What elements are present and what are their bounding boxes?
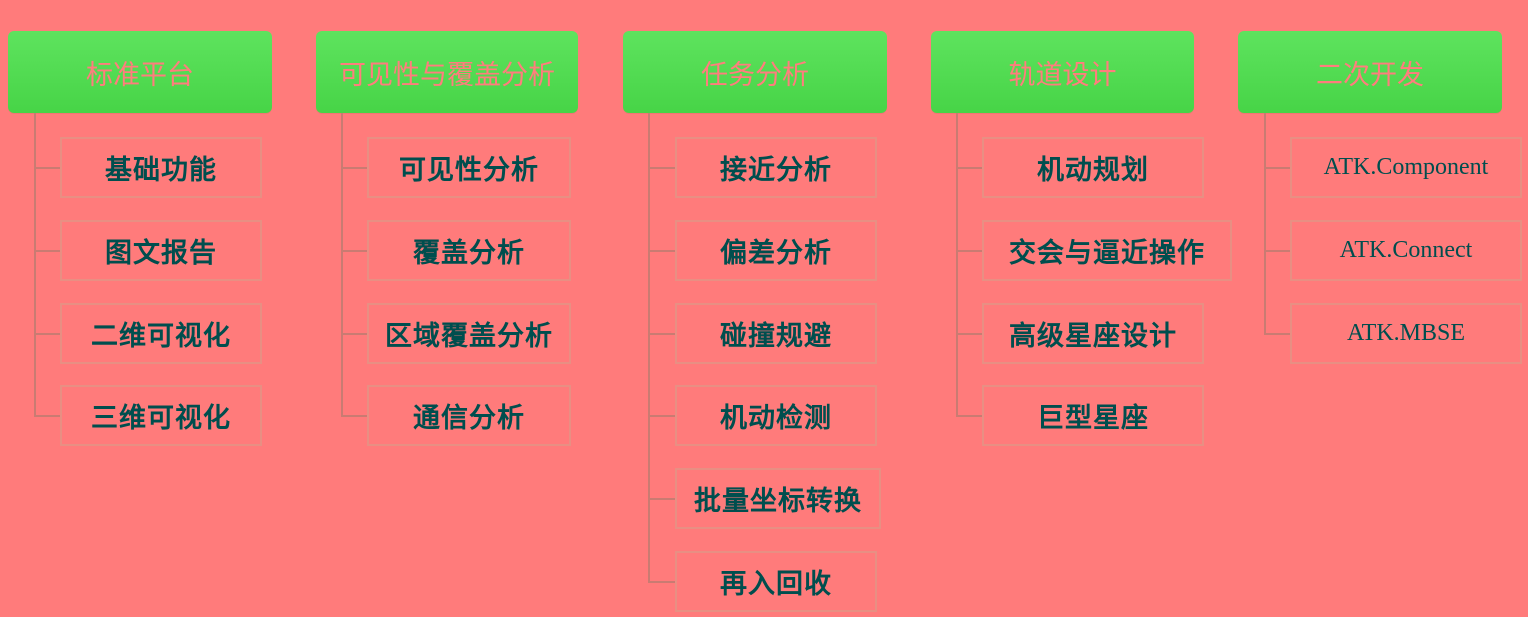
list-item: 可见性分析 (367, 137, 571, 198)
list-item: 通信分析 (367, 385, 571, 446)
tree-branch-line (341, 250, 368, 252)
list-item: ATK.Component (1290, 137, 1522, 198)
tree-branch-line (341, 333, 368, 335)
list-item: 接近分析 (675, 137, 877, 198)
list-item: 基础功能 (60, 137, 262, 198)
list-item: 偏差分析 (675, 220, 877, 281)
tree-branch-line (956, 415, 983, 417)
tree-branch-line (648, 250, 675, 252)
tree-branch-line (341, 415, 368, 417)
category-header: 可见性与覆盖分析 (316, 31, 578, 113)
list-item: 三维可视化 (60, 385, 262, 446)
tree-branch-line (648, 415, 675, 417)
list-item: 交会与逼近操作 (982, 220, 1232, 281)
tree-branch-line (956, 167, 983, 169)
tree-branch-line (1264, 333, 1291, 335)
category-header: 标准平台 (8, 31, 272, 113)
tree-branch-line (648, 498, 675, 500)
list-item: 机动检测 (675, 385, 877, 446)
list-item: 高级星座设计 (982, 303, 1204, 364)
tree-branch-line (34, 415, 61, 417)
tree-branch-line (34, 333, 61, 335)
tree-branch-line (341, 167, 368, 169)
list-item: 图文报告 (60, 220, 262, 281)
category-header: 任务分析 (623, 31, 887, 113)
category-header: 轨道设计 (931, 31, 1194, 113)
list-item: ATK.MBSE (1290, 303, 1522, 364)
tree-trunk-line (34, 113, 36, 415)
list-item: 批量坐标转换 (675, 468, 881, 529)
tree-trunk-line (341, 113, 343, 415)
list-item: 覆盖分析 (367, 220, 571, 281)
category-header: 二次开发 (1238, 31, 1502, 113)
list-item: 再入回收 (675, 551, 877, 612)
tree-branch-line (1264, 167, 1291, 169)
list-item: ATK.Connect (1290, 220, 1522, 281)
list-item: 二维可视化 (60, 303, 262, 364)
list-item: 碰撞规避 (675, 303, 877, 364)
tree-branch-line (956, 250, 983, 252)
list-item: 区域覆盖分析 (367, 303, 571, 364)
tree-branch-line (34, 167, 61, 169)
tree-branch-line (34, 250, 61, 252)
list-item: 机动规划 (982, 137, 1204, 198)
tree-branch-line (648, 333, 675, 335)
tree-branch-line (956, 333, 983, 335)
tree-trunk-line (956, 113, 958, 415)
tree-branch-line (648, 581, 675, 583)
tree-branch-line (1264, 250, 1291, 252)
list-item: 巨型星座 (982, 385, 1204, 446)
tree-branch-line (648, 167, 675, 169)
tree-trunk-line (648, 113, 650, 583)
tree-trunk-line (1264, 113, 1266, 334)
